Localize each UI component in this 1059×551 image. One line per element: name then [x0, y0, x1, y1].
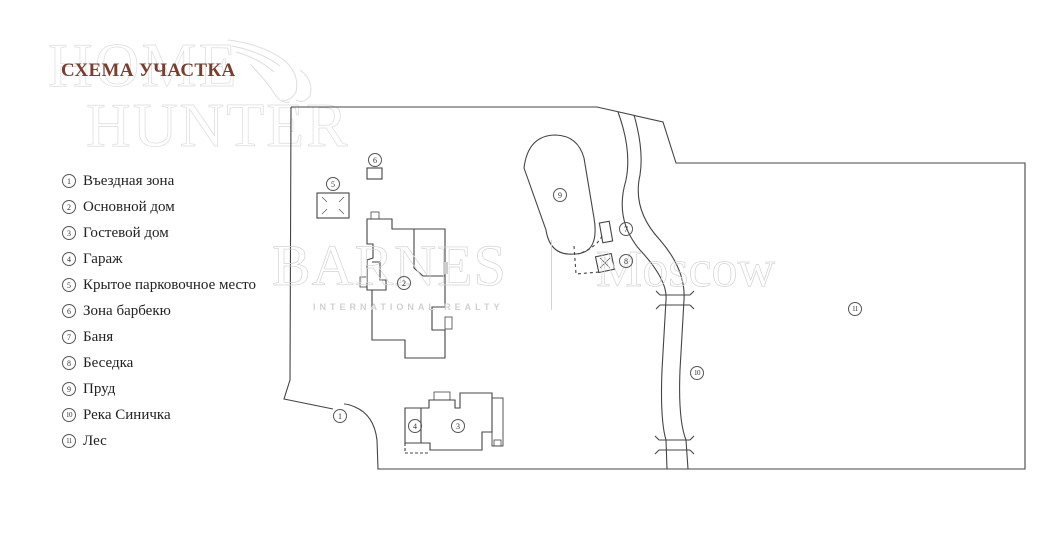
map-label-sauna: 7	[619, 222, 633, 236]
legend-list: 1 Въездная зона 2 Основной дом 3 Гостевой д…	[62, 168, 256, 454]
map-label-entry-zone: 1	[333, 409, 347, 423]
legend-item: 1 Въездная зона	[62, 168, 256, 194]
map-label-bbq: 6	[368, 153, 382, 167]
legend-number: 11	[62, 434, 76, 448]
map-label-main-house: 2	[397, 276, 411, 290]
legend-label: Крытое парковочное место	[83, 276, 257, 293]
plot-boundary	[283, 106, 1026, 470]
legend-item: 10 Река Синичка	[62, 402, 256, 428]
map-label-guest-house: 3	[451, 419, 465, 433]
legend-number: 4	[62, 252, 76, 266]
legend-label: Беседка	[83, 354, 134, 371]
moscow-watermark: Moscow	[596, 241, 776, 299]
legend-label: Пруд	[83, 380, 116, 397]
legend-number: 3	[62, 226, 76, 240]
legend-label: Гараж	[83, 250, 123, 267]
sauna	[598, 220, 614, 244]
legend-label: Лес	[83, 432, 107, 449]
map-label-pond: 9	[553, 188, 567, 202]
watermark-separator	[551, 240, 552, 310]
legend-number: 1	[62, 174, 76, 188]
bbq-zone	[366, 167, 383, 180]
legend-label: Зона барбекю	[83, 302, 171, 319]
legend-item: 11 Лес	[62, 428, 256, 454]
map-label-gazebo: 8	[619, 254, 633, 268]
legend-label: Въездная зона	[83, 172, 175, 189]
map-label-river: 10	[690, 366, 704, 380]
legend-item: 3 Гостевой дом	[62, 220, 256, 246]
legend-number: 5	[62, 278, 76, 292]
barnes-watermark: BARNES	[272, 233, 507, 299]
legend-number: 7	[62, 330, 76, 344]
map-label-carport: 5	[326, 177, 340, 191]
legend-number: 8	[62, 356, 76, 370]
legend-number: 10	[62, 408, 76, 422]
legend-number: 2	[62, 200, 76, 214]
legend-number: 9	[62, 382, 76, 396]
map-label-garage: 4	[408, 419, 422, 433]
legend-label: Река Синичка	[83, 406, 171, 423]
legend-item: 7 Баня	[62, 324, 256, 350]
carport	[316, 192, 350, 219]
legend-label: Гостевой дом	[83, 224, 169, 241]
legend-item: 8 Беседка	[62, 350, 256, 376]
legend-item: 5 Крытое парковочное место	[62, 272, 256, 298]
main-house	[366, 218, 446, 359]
legend-item: 6 Зона барбекю	[62, 298, 256, 324]
pond	[523, 134, 596, 255]
legend-number: 6	[62, 304, 76, 318]
river-bank-left	[617, 111, 668, 470]
bridge-upper	[655, 290, 695, 310]
legend-item: 4 Гараж	[62, 246, 256, 272]
legend-label: Основной дом	[83, 198, 175, 215]
barnes-subtitle-watermark: INTERNATIONAL REALTY	[313, 302, 504, 312]
gazebo	[594, 252, 616, 274]
river-bank-right	[633, 114, 689, 470]
page-title: СХЕМА УЧАСТКА	[61, 60, 236, 81]
bridge-lower	[654, 435, 695, 455]
legend-item: 9 Пруд	[62, 376, 256, 402]
legend-item: 2 Основной дом	[62, 194, 256, 220]
legend-label: Баня	[83, 328, 114, 345]
map-label-forest: 11	[848, 302, 862, 316]
